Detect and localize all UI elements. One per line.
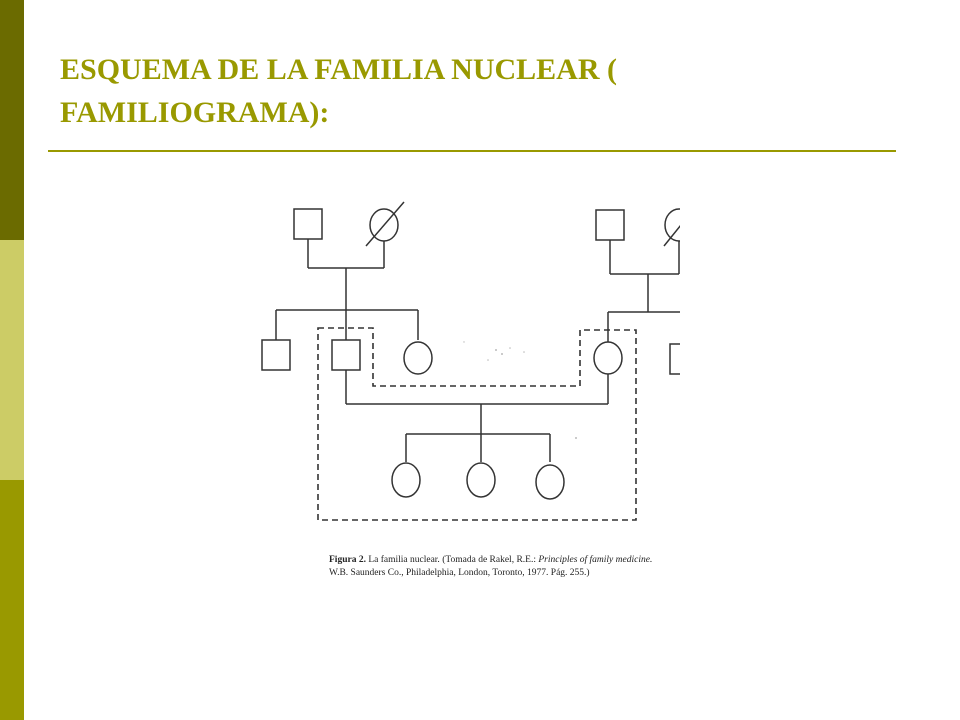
maternal-grandmother-deceased-mark xyxy=(663,225,680,247)
daughter-1-circle xyxy=(391,462,421,498)
nuclear-family-boundary xyxy=(317,327,637,521)
paternal-uncle-square xyxy=(261,339,291,371)
daughter-3-circle xyxy=(535,464,565,500)
paternal-aunt-circle xyxy=(403,341,433,375)
mother-circle xyxy=(593,341,623,375)
maternal-grandfather-square xyxy=(595,209,625,241)
caption-source-prefix: (Tomada de Rakel, R.E.: xyxy=(442,555,536,565)
genogram-figure: Figura 2. La familia nuclear. (Tomada de… xyxy=(240,190,680,630)
maternal-uncle-square xyxy=(669,343,680,375)
scan-noise xyxy=(463,341,577,439)
side-bar-top xyxy=(0,0,24,240)
genogram-diagram xyxy=(261,201,680,521)
paternal-grandfather-square xyxy=(293,208,323,240)
caption-label: Figura 2. xyxy=(329,555,366,565)
paternal-grandmother-deceased-mark xyxy=(365,201,405,247)
slide-title-line-1: ESQUEMA DE LA FAMILIA NUCLEAR ( xyxy=(60,53,618,86)
title-underline xyxy=(48,150,896,152)
caption-source-suffix: W.B. Saunders Co., Philadelphia, London,… xyxy=(329,567,590,578)
figure-caption: Figura 2. La familia nuclear. (Tomada de… xyxy=(329,554,659,579)
side-bar-bottom xyxy=(0,480,24,720)
slide-title-line-2: FAMILIOGRAMA): xyxy=(60,96,330,129)
slide-title: ESQUEMA DE LA FAMILIA NUCLEAR ( FAMILIOG… xyxy=(60,48,880,134)
caption-book-title: Principles of family medicine. xyxy=(538,555,653,565)
father-square xyxy=(331,339,361,371)
daughter-2-circle xyxy=(466,462,496,498)
caption-title: La familia nuclear. xyxy=(368,555,440,565)
side-bar-middle xyxy=(0,240,24,480)
